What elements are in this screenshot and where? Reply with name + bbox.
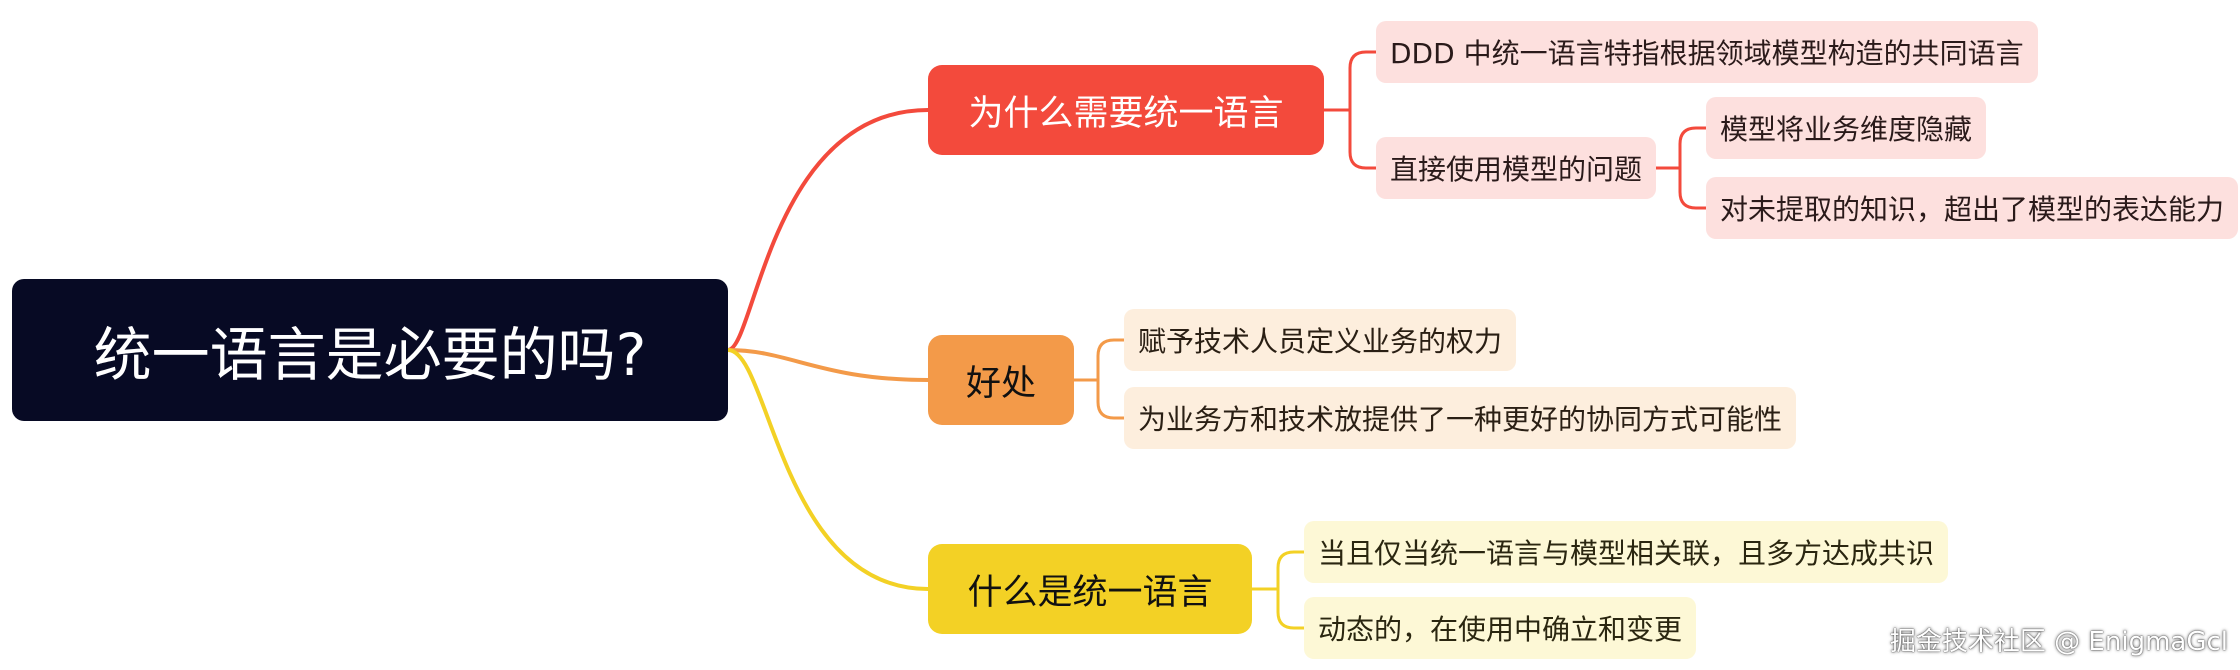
leaf-label: 当且仅当统一语言与模型相关联，且多方达成共识 <box>1318 537 1935 570</box>
watermark: 掘金技术社区 @ EnigmaGcl <box>1889 627 2228 657</box>
leaf-model-problems[interactable]: 直接使用模型的问题 <box>1376 137 1657 199</box>
leaf-consensus[interactable]: 当且仅当统一语言与模型相关联，且多方达成共识 <box>1304 521 1949 583</box>
branch-label: 为什么需要统一语言 <box>968 93 1284 134</box>
root-topic-label: 统一语言是必要的吗? <box>93 321 647 389</box>
leaf-ddd-definition[interactable]: DDD 中统一语言特指根据领域模型构造的共同语言 <box>1376 21 2038 83</box>
root-to-branch-1-link <box>727 108 929 352</box>
branch-label: 什么是统一语言 <box>967 572 1213 613</box>
leaf-label: 模型将业务维度隐藏 <box>1720 113 1973 146</box>
branch-1-link-a <box>1324 50 1376 112</box>
branch-1-link-b <box>1348 110 1376 170</box>
leaf-label: 对未提取的知识，超出了模型的表达能力 <box>1720 193 2225 226</box>
leaf-label: 为业务方和技术放提供了一种更好的协同方式可能性 <box>1138 403 1783 436</box>
root-to-branch-3-link <box>727 348 929 591</box>
branch-why-unified-language[interactable]: 为什么需要统一语言 <box>928 65 1324 155</box>
root-to-branch-2-link <box>727 348 929 382</box>
branch-3-link-b <box>1276 589 1304 630</box>
leaf-empower-tech[interactable]: 赋予技术人员定义业务的权力 <box>1124 309 1517 371</box>
branch-benefits[interactable]: 好处 <box>928 335 1074 425</box>
leaf-label: 直接使用模型的问题 <box>1390 153 1643 186</box>
leaf-better-collaboration[interactable]: 为业务方和技术放提供了一种更好的协同方式可能性 <box>1124 387 1797 449</box>
branch-2-link-a <box>1074 338 1124 382</box>
branch-2-link-b <box>1096 380 1124 420</box>
leaf-model-hides-business[interactable]: 模型将业务维度隐藏 <box>1706 97 1987 159</box>
root-topic[interactable]: 统一语言是必要的吗? <box>12 279 728 421</box>
leaf-dynamic[interactable]: 动态的，在使用中确立和变更 <box>1304 597 1697 659</box>
leaf-label: DDD 中统一语言特指根据领域模型构造的共同语言 <box>1390 37 2024 70</box>
leaf-label: 动态的，在使用中确立和变更 <box>1318 613 1683 646</box>
leaf-knowledge-beyond-model[interactable]: 对未提取的知识，超出了模型的表达能力 <box>1706 177 2239 239</box>
branch-label: 好处 <box>965 363 1036 404</box>
leaf-label: 赋予技术人员定义业务的权力 <box>1138 325 1503 358</box>
branch-what-is-unified-language[interactable]: 什么是统一语言 <box>928 544 1252 634</box>
sub-link-b <box>1678 168 1706 210</box>
branch-3-link-a <box>1252 550 1304 591</box>
sub-link-a <box>1652 126 1706 170</box>
